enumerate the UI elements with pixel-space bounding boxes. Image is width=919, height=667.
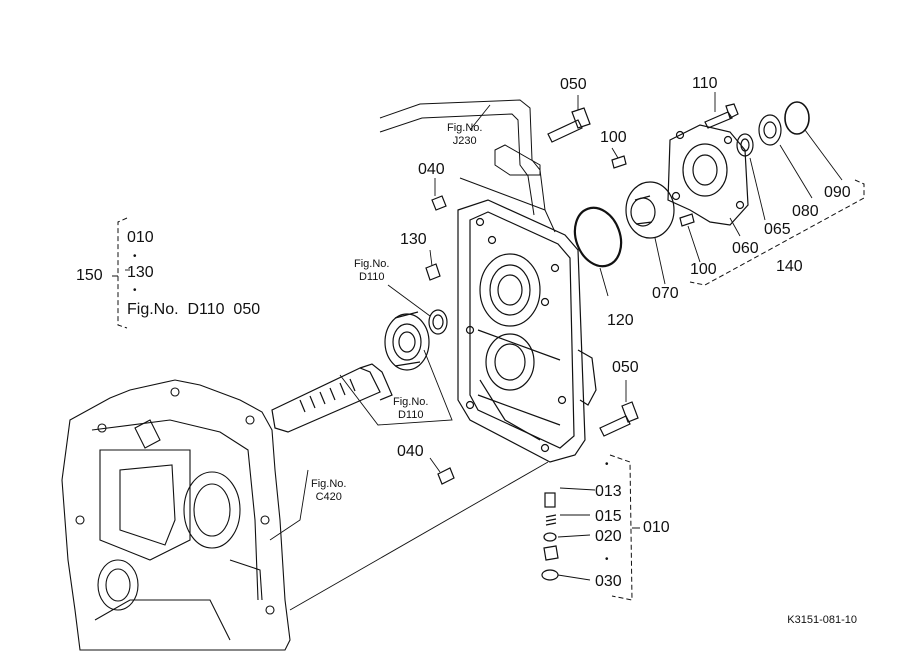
brackets [112, 179, 865, 601]
label-140: 140 [776, 258, 803, 275]
bearing [384, 311, 430, 371]
dot-marker: • [133, 285, 137, 296]
bolts [547, 103, 739, 437]
figref-d110-bot-line2: D110 [397, 409, 424, 421]
figref-c420-line2: C420 [315, 491, 342, 503]
label-100-top: 100 [600, 129, 627, 146]
collar [425, 263, 448, 335]
dot-marker: • [605, 554, 609, 565]
legend-150-line3: Fig.No. D110 050 [127, 301, 261, 318]
label-065: 065 [764, 221, 791, 238]
label-010-right: 010 [643, 519, 670, 536]
o-ring [573, 206, 623, 268]
rear-housing [457, 199, 597, 463]
dot-marker: • [605, 459, 609, 470]
label-050-mid: 050 [612, 359, 639, 376]
transmission-case [61, 379, 291, 651]
figref-d110-top-line1: Fig.No. [354, 258, 390, 270]
figref-c420-line1: Fig.No. [311, 478, 347, 490]
figref-d110-bot: Fig.No. D110 [393, 396, 428, 422]
valve-parts [541, 492, 559, 581]
pipe-reference [379, 99, 556, 233]
label-040-top: 040 [418, 161, 445, 178]
label-120: 120 [607, 312, 634, 329]
legend-150-line2: 130 [127, 264, 154, 281]
label-040-bot: 040 [397, 443, 424, 460]
figref-j230: Fig.No. J230 [447, 122, 482, 148]
legend-150-number: 150 [76, 267, 103, 284]
label-110: 110 [692, 75, 718, 92]
label-100-bot: 100 [690, 261, 717, 278]
label-030: 030 [595, 573, 622, 590]
label-020: 020 [595, 528, 622, 545]
figref-d110-bot-line1: Fig.No. [393, 396, 429, 408]
pins [431, 155, 695, 485]
label-130: 130 [400, 231, 427, 248]
dot-marker: • [133, 251, 137, 262]
label-080: 080 [792, 203, 819, 220]
figref-j230-line2: J230 [452, 135, 477, 147]
pump-gear [625, 181, 675, 239]
drawing-code: K3151-081-10 [787, 614, 857, 626]
figref-d110-top: Fig.No. D110 [354, 258, 389, 284]
label-013: 013 [595, 483, 622, 500]
pump-body [667, 124, 749, 226]
legend-150-line1: 010 [127, 229, 154, 246]
label-060: 060 [732, 240, 759, 257]
splined-shaft [271, 363, 393, 433]
label-050-top: 050 [560, 76, 587, 93]
leader-lines [125, 92, 843, 611]
figref-j230-line1: Fig.No. [447, 122, 483, 134]
figref-c420: Fig.No. C420 [311, 478, 346, 504]
seals [736, 101, 810, 157]
label-090: 090 [824, 184, 851, 201]
label-015: 015 [595, 508, 622, 525]
label-070: 070 [652, 285, 679, 302]
figref-d110-top-line2: D110 [358, 271, 385, 283]
